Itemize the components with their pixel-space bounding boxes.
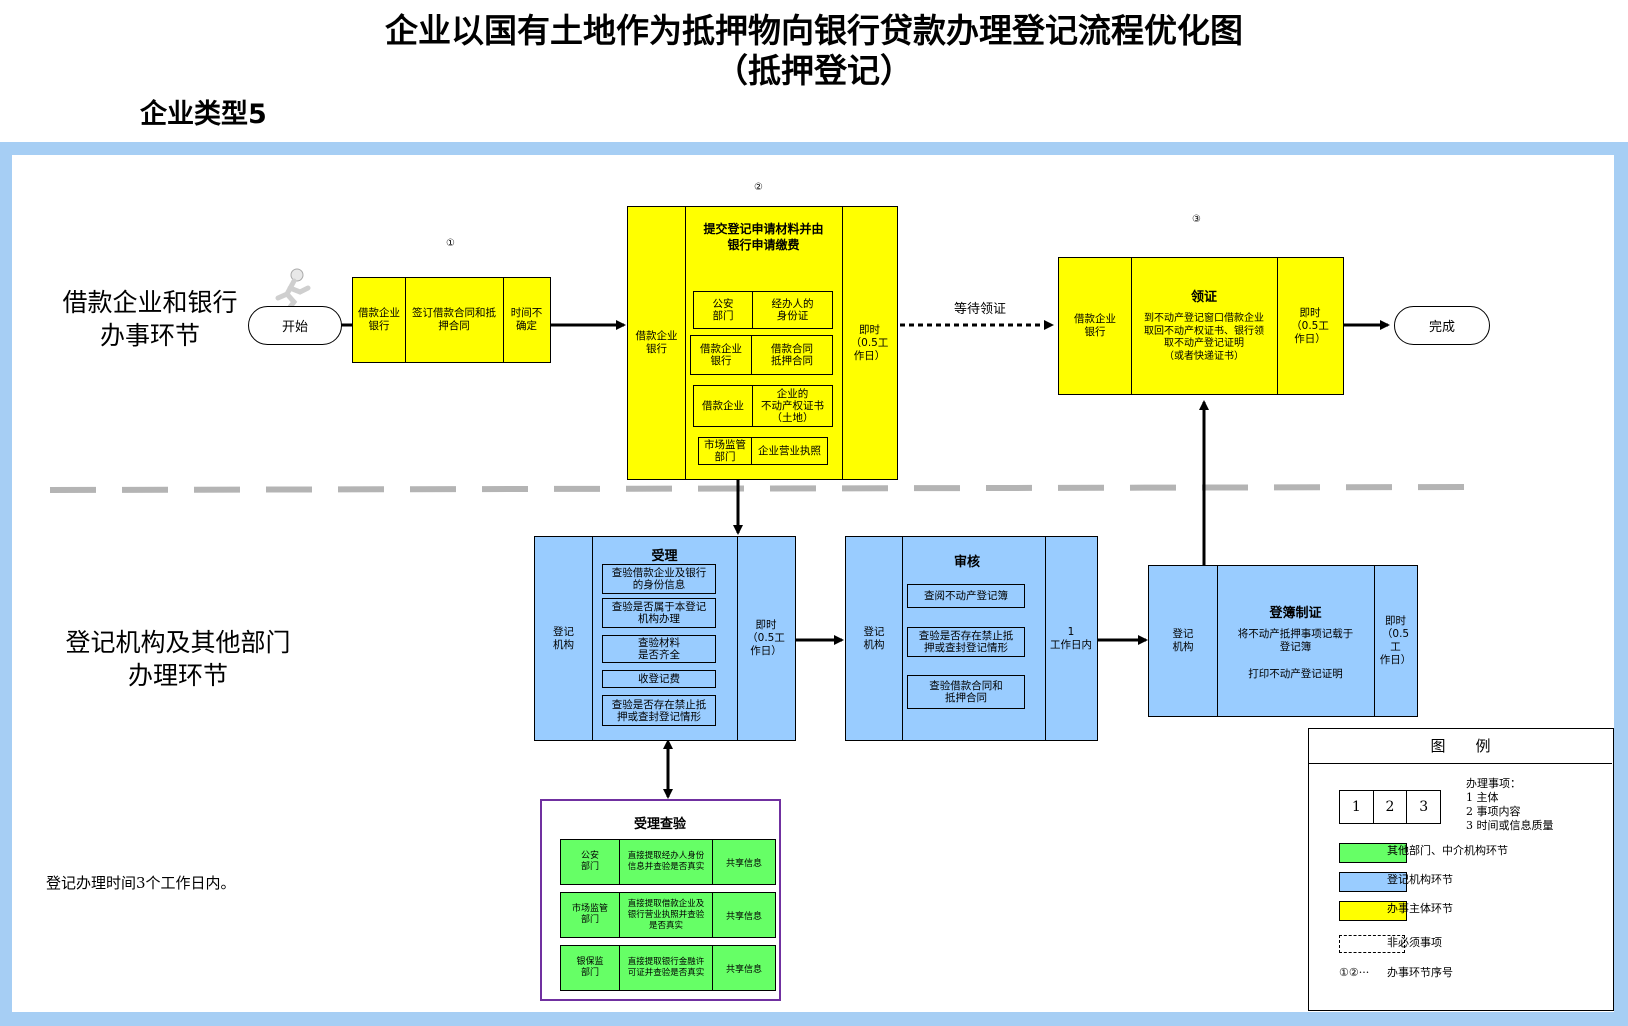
accept-box: 登记 机构 受理 查验借款企业及银行 的身份信息 查验是否属于本登记 机构办理 … [534, 536, 796, 741]
verify-row-2-dept: 市场监管 部门 [561, 893, 620, 937]
step3-subject: 借款企业 银行 [1074, 313, 1116, 338]
accept-subject: 登记 机构 [553, 625, 574, 651]
legend-seq-label: 办事环节序号 [1387, 966, 1453, 979]
legend-seq-symbol: ①②··· [1339, 966, 1370, 979]
enterprise-type: 企业类型5 [140, 99, 267, 130]
legend-box: 图 例 1 2 3 办理事项： 1 主体 2 事项内容 3 时间或信息质量 其他… [1308, 728, 1614, 1011]
step2-item-3-content: 企业的 不动产权证书 （土地） [761, 388, 824, 424]
step2-item-1-content: 经办人的 身份证 [771, 298, 814, 322]
review-item-1: 查阅不动产登记簿 [907, 584, 1025, 608]
verify-row-3: 银保监 部门 直接提取银行金融许 可证并查验是否真实 共享信息 [560, 945, 776, 991]
step2-item-1-subject: 公安 部门 [694, 292, 753, 328]
end-node: 完成 [1394, 306, 1490, 345]
legend-yellow-label: 办事主体环节 [1387, 902, 1453, 915]
step2-subject: 借款企业 银行 [635, 330, 678, 355]
legend-swatch-green [1339, 843, 1407, 863]
verify-title: 受理查验 [633, 817, 686, 832]
lane-divider [49, 484, 1466, 493]
legend-dashed-label: 非必须事项 [1387, 936, 1442, 949]
register-title: 登簿制证 [1269, 606, 1322, 621]
step3-time: 即时 （0.5工 作日） [1291, 306, 1329, 345]
step2-item-2-subject: 借款企业 银行 [691, 336, 752, 374]
register-box: 登记 机构 登簿制证 将不动产抵押事项记载于 登记簿 打印不动产登记证明 即时 … [1148, 565, 1418, 717]
review-box: 登记 机构 审核 查阅不动产登记簿 查验是否存在禁止抵 押或查封登记情形 查验借… [845, 536, 1098, 741]
page-title-sub: （抵押登记） [715, 51, 913, 90]
legend-sample-cells: 1 2 3 [1339, 790, 1441, 824]
legend-swatch-yellow [1339, 901, 1407, 921]
step-number-1: ① [446, 238, 455, 249]
verify-row-1-dept: 公安 部门 [561, 840, 620, 884]
legend-explain: 办理事项： 1 主体 2 事项内容 3 时间或信息质量 [1466, 777, 1554, 832]
verify-row-3-content: 直接提取银行金融许 可证并查验是否真实 [620, 946, 713, 990]
step2-time: 即时 （0.5工 作日） [850, 323, 889, 362]
accept-item-1: 查验借款企业及银行 的身份信息 [602, 564, 716, 594]
step1-box: 借款企业 银行 签订借款合同和抵 押合同 时间不 确定 [352, 277, 551, 363]
legend-cell-3: 3 [1419, 799, 1429, 815]
runner-icon [275, 268, 311, 308]
step2-item-4: 市场监管 部门 企业营业执照 [698, 437, 828, 465]
register-content-2: 打印不动产登记证明 [1248, 668, 1343, 680]
accept-item-2: 查验是否属于本登记 机构办理 [602, 598, 716, 628]
step2-item-2-content: 借款合同 抵押合同 [771, 343, 813, 367]
step2-item-2: 借款企业 银行 借款合同 抵押合同 [690, 335, 833, 375]
step2-item-1: 公安 部门 经办人的 身份证 [693, 291, 833, 329]
legend-cell-2: 2 [1374, 791, 1408, 823]
step3-box: 借款企业 银行 领证 到不动产登记窗口借款企业 取回不动产权证书、银行领 取不动… [1058, 257, 1344, 395]
lane-label-registry: 登记机构及其他部门 办理环节 [65, 628, 291, 690]
accept-item-4: 收登记费 [602, 670, 716, 688]
review-time: 1 工作日内 [1050, 625, 1092, 651]
legend-green-label: 其他部门、中介机构环节 [1387, 844, 1508, 857]
verify-row-2-content: 直接提取借款企业及 银行营业执照并查验 是否真实 [620, 893, 713, 937]
step2-item-3: 借款企业 企业的 不动产权证书 （土地） [693, 385, 833, 427]
verify-row-2: 市场监管 部门 直接提取借款企业及 银行营业执照并查验 是否真实 共享信息 [560, 892, 776, 938]
step1-time: 时间不 确定 [510, 307, 543, 332]
start-node: 开始 [248, 306, 342, 345]
register-content-1: 将不动产抵押事项记载于 登记簿 [1237, 628, 1354, 653]
verify-row-3-dept: 银保监 部门 [561, 946, 620, 990]
accept-item-5: 查验是否存在禁止抵 押或查封登记情形 [602, 695, 716, 726]
step1-subject: 借款企业 银行 [358, 307, 400, 332]
step2-item-4-subject: 市场监管 部门 [699, 438, 752, 464]
verify-row-1-share: 共享信息 [725, 858, 762, 869]
step-number-3: ③ [1192, 214, 1201, 225]
verify-row-1: 公安 部门 直接提取经办人身份 信息并查验是否真实 共享信息 [560, 839, 776, 885]
verify-row-3-share: 共享信息 [725, 964, 762, 975]
review-title: 审核 [953, 555, 980, 570]
review-item-3: 查验借款合同和 抵押合同 [907, 675, 1025, 709]
review-item-2: 查验是否存在禁止抵 押或查封登记情形 [907, 627, 1025, 657]
legend-swatch-dashed [1339, 935, 1405, 953]
legend-swatch-blue [1339, 872, 1407, 892]
accept-title: 受理 [651, 549, 678, 564]
review-subject: 登记 机构 [863, 625, 885, 651]
accept-item-3: 查验材料 是否齐全 [602, 635, 716, 663]
step1-content: 签订借款合同和抵 押合同 [412, 307, 496, 332]
processing-time-note: 登记办理时间3个工作日内。 [46, 874, 236, 892]
step3-content: 到不动产登记窗口借款企业 取回不动产权证书、银行领 取不动产登记证明 （或者快递… [1144, 313, 1264, 362]
step2-title: 提交登记申请材料并由 银行申请缴费 [703, 222, 824, 252]
verify-box: 受理查验 公安 部门 直接提取经办人身份 信息并查验是否真实 共享信息 市场监管… [540, 799, 781, 1001]
register-subject: 登记 机构 [1172, 628, 1194, 653]
step-number-2: ② [754, 182, 763, 193]
verify-row-1-content: 直接提取经办人身份 信息并查验是否真实 [620, 840, 713, 884]
legend-title: 图 例 [1309, 729, 1612, 764]
page-title: 企业以国有土地作为抵押物向银行贷款办理登记流程优化图 [385, 11, 1243, 50]
verify-row-2-share: 共享信息 [725, 911, 762, 922]
lane-label-applicant: 借款企业和银行 办事环节 [62, 288, 238, 350]
step2-item-4-content: 企业营业执照 [758, 445, 821, 457]
accept-time: 即时 （0.5工 作日） [747, 619, 785, 657]
wait-label: 等待领证 [953, 302, 1006, 317]
register-time: 即时 （0.5 工 作日） [1379, 615, 1412, 666]
step2-box: 借款企业 银行 即时 （0.5工 作日） 提交登记申请材料并由 银行申请缴费 公… [627, 206, 898, 480]
step3-title: 领证 [1190, 290, 1217, 305]
step2-item-3-subject: 借款企业 [694, 386, 753, 426]
legend-blue-label: 登记机构环节 [1387, 873, 1453, 886]
legend-cell-1: 1 [1340, 791, 1374, 823]
